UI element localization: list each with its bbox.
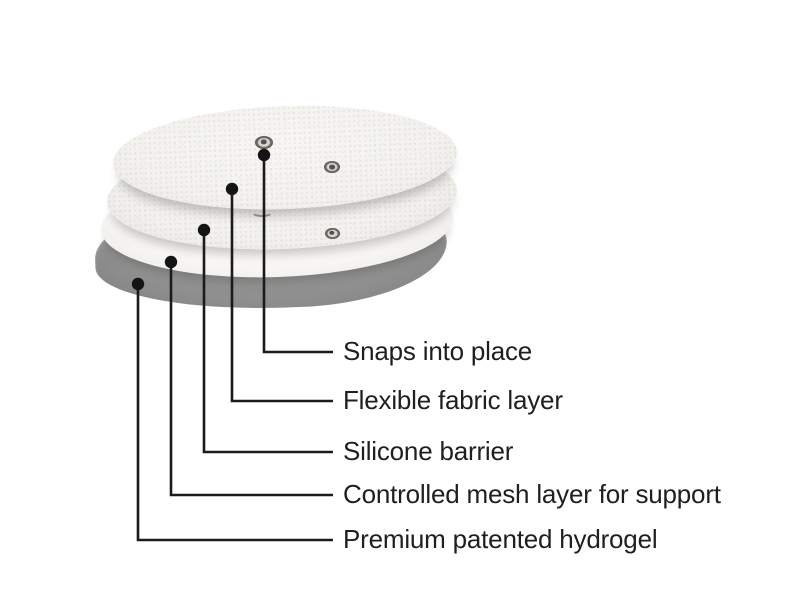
callout-line-4	[136, 284, 333, 542]
callout-dot-1	[225, 182, 239, 196]
snap-center-dot	[329, 164, 335, 170]
callout-label-2: Silicone barrier	[343, 435, 514, 466]
callout-label-4: Premium patented hydrogel	[343, 523, 658, 554]
callout-line-1	[230, 189, 333, 403]
callout-dot-4	[131, 277, 145, 291]
snap-mid-layer-icon	[324, 227, 340, 239]
callout-label-0: Snaps into place	[343, 335, 533, 366]
callout-line-3	[169, 262, 333, 497]
callout-dot-2	[197, 223, 211, 237]
snap-center-dot	[260, 139, 268, 145]
callout-line-2	[202, 230, 333, 454]
callout-label-1: Flexible fabric layer	[343, 384, 563, 415]
snap-recess-icon	[251, 207, 273, 217]
callout-label-3: Controlled mesh layer for support	[343, 478, 721, 509]
snap-top-right-icon	[324, 161, 340, 173]
callout-line-0	[262, 155, 333, 354]
callout-dot-3	[164, 255, 178, 269]
snap-top-left-icon	[255, 135, 273, 149]
callout-dot-0	[257, 148, 271, 162]
snap-center-dot	[329, 230, 335, 236]
